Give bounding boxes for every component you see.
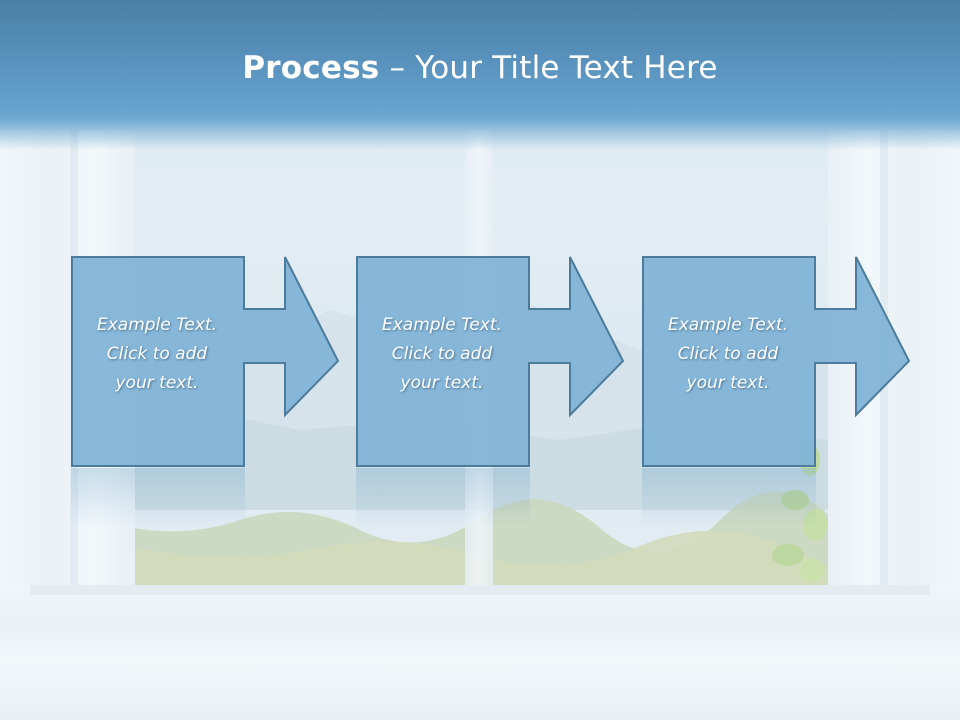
step-text-line-1: Example Text.	[96, 315, 218, 335]
step-text-line-3: your text.	[115, 373, 199, 393]
arrow-box-shape	[356, 256, 625, 467]
step-text-line-1: Example Text.	[381, 315, 503, 335]
title-banner	[0, 0, 960, 150]
step-text-line-2: Click to add	[677, 344, 779, 364]
step-reflection	[356, 468, 530, 528]
step-reflection	[642, 468, 816, 528]
slide-title-rest: – Your Title Text Here	[379, 50, 718, 86]
step-text[interactable]: Example Text. Click to add your text.	[356, 311, 528, 398]
step-text-line-2: Click to add	[391, 344, 493, 364]
step-text-line-3: your text.	[686, 373, 770, 393]
step-text[interactable]: Example Text. Click to add your text.	[642, 311, 814, 398]
step-text[interactable]: Example Text. Click to add your text.	[71, 311, 243, 398]
arrow-box-shape	[71, 256, 340, 467]
step-reflection	[71, 468, 245, 528]
step-text-line-2: Click to add	[106, 344, 208, 364]
process-step-2[interactable]: Example Text. Click to add your text.	[356, 256, 626, 528]
process-step-1[interactable]: Example Text. Click to add your text.	[71, 256, 341, 528]
step-text-line-3: your text.	[400, 373, 484, 393]
arrow-box-shape	[642, 256, 911, 467]
step-text-line-1: Example Text.	[667, 315, 789, 335]
window-sill	[0, 585, 960, 720]
slide-title-bold: Process	[242, 50, 380, 86]
process-step-3[interactable]: Example Text. Click to add your text.	[642, 256, 912, 528]
slide-title[interactable]: Process – Your Title Text Here	[0, 50, 960, 86]
